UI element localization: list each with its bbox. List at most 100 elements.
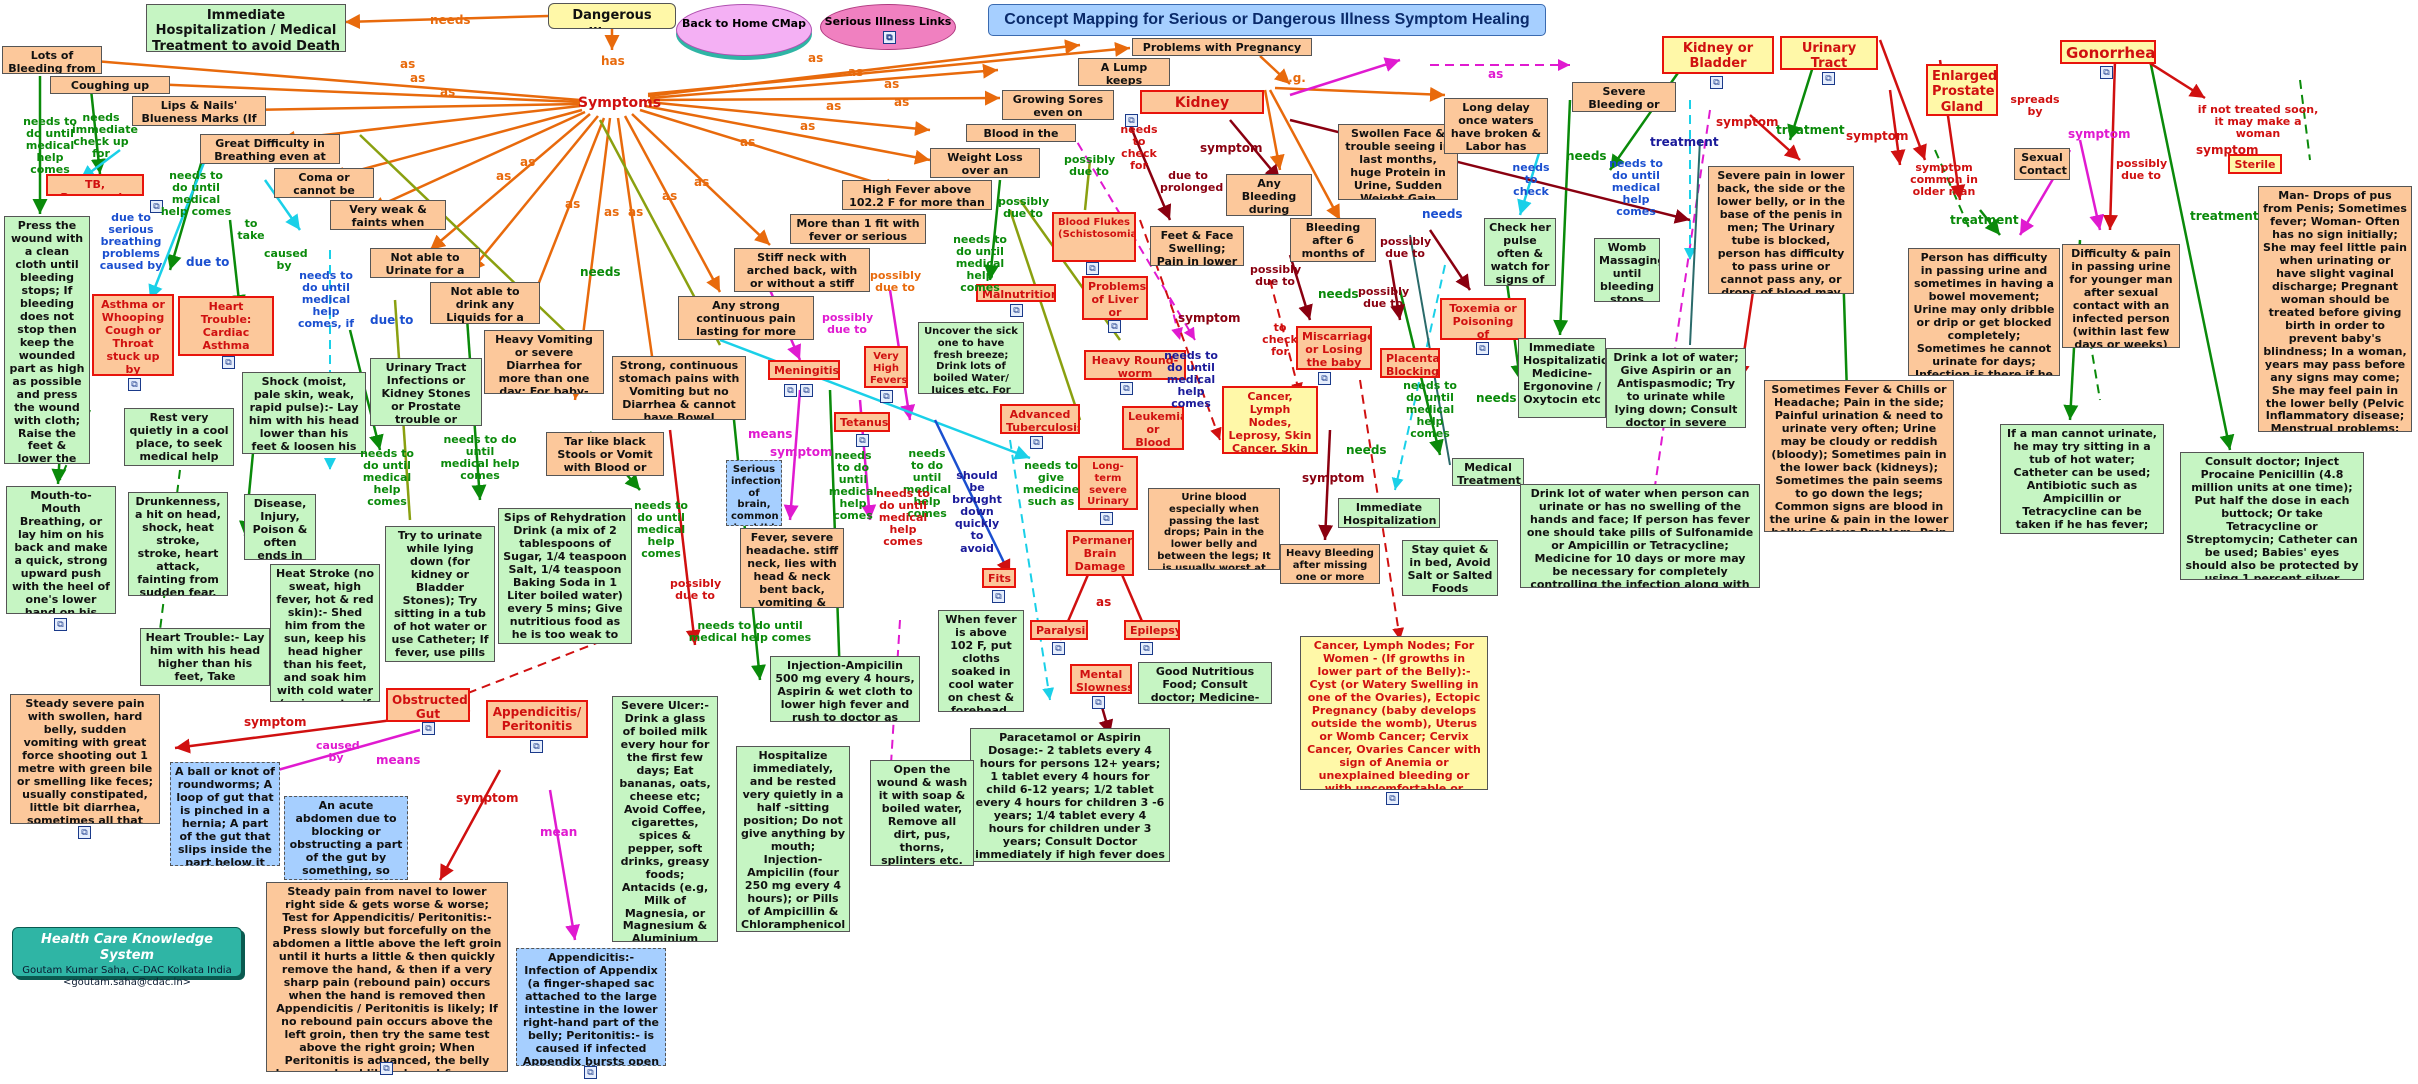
link-label-needs: needs to do until medical help comes [1609,157,1663,219]
link-label-as: as [826,99,842,113]
resource-icon[interactable]: ⧉ [1140,642,1153,655]
obstructed-gut-node: Obstructed Gut [386,688,470,722]
link-label-symptom: symptom [2068,127,2131,141]
tar-stools-node: Tar like black Stools or Vomit with Bloo… [546,432,664,476]
link-label-symptom: symptom [1200,141,1263,155]
link-label-needs: needs [1566,149,1607,163]
fits-node: Fits [982,568,1016,588]
kidney-bladder-node: Kidney or Bladder Stones [1662,36,1774,74]
resource-icon[interactable]: ⧉ [880,390,893,403]
enlarged-prostate-node: Enlarged Prostate Gland [1926,64,1998,116]
link-label-as: as [894,95,910,109]
link-label-as: as [1096,595,1112,609]
person-difficulty-node: Person has difficulty in passing urine a… [1908,248,2060,376]
link-label-needs: needs to do until medical help comes [902,447,952,521]
link-label-as: as [1488,67,1504,81]
resource-icon[interactable]: ⧉ [1386,792,1399,805]
resource-icon[interactable]: ⧉ [1086,262,1099,275]
shock-node: Shock (moist, pale skin, weak, rapid pul… [242,372,366,454]
uncover-sick-node: Uncover the sick one to have fresh breez… [918,322,1024,394]
resource-icon[interactable]: ⧉ [1822,72,1835,85]
appendicitis-node: Appendicitis/ Peritonitis [486,700,588,738]
heat-stroke-node: Heat Stroke (no sweat, high fever, hot &… [270,564,380,702]
resource-icon[interactable]: ⧉ [856,434,869,447]
link-label-treatment: treatment [1950,213,2019,227]
try-urinate-node: Try to urinate while lying down (for kid… [385,526,495,662]
mental-slowness-node: Mental Slowness [1070,664,1132,694]
malnutrition-node: Malnutrition [976,284,1056,302]
link-label-to-check-for: to check for [1262,321,1298,359]
link-label-needs-give: needs to do until medical help comes [440,433,520,483]
drunkenness-node: Drunkenness, a hit on head, shock, heat … [128,492,228,596]
link-label-needs: needs [1476,391,1517,405]
link-label-caused-by: caused by [316,739,360,765]
resource-icon[interactable]: ⧉ [1710,76,1723,89]
link-label-as: as [884,77,900,91]
resource-icon[interactable]: ⧉ [54,618,67,631]
link-label-possibly: possibly due to [822,311,874,337]
link-label-needs: needs to do until medical help comes [828,449,878,523]
resource-icon[interactable]: ⧉ [222,356,235,369]
resource-icon[interactable]: ⧉ [1120,382,1133,395]
immediate-hospitalization-node: Immediate Hospitalization / Medical Trea… [146,4,346,52]
resource-icon[interactable]: ⧉ [530,740,543,753]
severe-ulcer-node: Severe Ulcer:- Drink a glass of boiled m… [612,696,718,942]
resource-icon[interactable]: ⧉ [128,378,141,391]
rest-quietly-node: Rest very quietly in a cool place, to se… [124,408,234,466]
resource-icon[interactable]: ⧉ [992,590,1005,603]
resource-icon[interactable]: ⧉ [150,200,163,213]
sexual-contact-node: Sexual Contact [2014,148,2070,180]
womb-massaging-node: Womb Massaging until bleeding stops [1594,238,1660,302]
link-label-needs: needs [580,265,621,279]
serious-illness-links-button[interactable]: Serious Illness Links ⧉ [820,4,956,50]
open-wound-node: Open the wound & wash it with soap & boi… [870,760,974,866]
coughing-blood-node: Coughing up Blood [50,76,170,94]
link-label-possibly: possibly due to [1358,285,1410,311]
link-label-needs: needs to do until medical help comes [23,115,77,177]
resource-icon[interactable]: ⧉ [78,826,91,839]
heavy-roundworm-node: Heavy Round-worm Infection [1084,350,1186,380]
link-icon[interactable]: ⧉ [883,31,896,44]
gonorrhea-node: Gonorrhea [2060,40,2156,64]
asthma-node: Asthma or Whooping Cough or Throat stuck… [92,294,174,376]
credit-email: <goutam.saha@cdac.in> [62,977,192,988]
link-label-symptom: symptom [1302,471,1365,485]
resource-icon[interactable]: ⧉ [380,1062,393,1075]
link-label-needs: needs [1318,287,1359,301]
link-label-symptom: symptom [1178,311,1241,325]
back-to-home-button[interactable]: Back to Home CMap [676,4,812,56]
link-label-needs: needs to do until medical help comes [360,447,414,509]
resource-icon[interactable]: ⧉ [1108,320,1121,333]
press-wound-node: Press the wound with a clean cloth until… [4,216,90,464]
resource-icon[interactable]: ⧉ [1010,304,1023,317]
resource-icon[interactable]: ⧉ [1318,372,1331,385]
link-label-possibly: possibly due to [2116,157,2168,183]
resource-icon[interactable]: ⧉ [800,384,813,397]
any-strong-pain-node: Any strong continuous pain lasting for m… [678,296,814,340]
resource-icon[interactable]: ⧉ [422,722,435,735]
toxemia-node: Toxemia or Poisoning of Pregnancy [1440,298,1526,340]
link-label-due-to: due to [186,255,230,269]
not-drink-node: Not able to drink any Liquids for a day … [430,282,540,324]
link-label-as: as [440,85,456,99]
cancer-lymph-node: Cancer, Lymph Nodes, Leprosy, Skin Cance… [1222,386,1318,454]
resource-icon[interactable]: ⧉ [2100,66,2113,79]
urine-blood-node: Urine blood especially when passing the … [1148,488,1280,570]
resource-icon[interactable]: ⧉ [784,384,797,397]
link-label-means: means [376,753,421,767]
link-label-eg: e.g. [1280,71,1306,85]
link-label-as: as [808,51,824,65]
link-label-possibly: possibly due to [870,269,922,295]
resource-icon[interactable]: ⧉ [584,1066,597,1079]
resource-icon[interactable]: ⧉ [1125,114,1138,127]
resource-icon[interactable]: ⧉ [1030,436,1043,449]
epilepsy-node: Epilepsy [1124,620,1180,640]
resource-icon[interactable]: ⧉ [1052,642,1065,655]
link-label-needs-if: needs to do until medical help comes, if [297,269,355,331]
link-label-should-be: should be brought down quickly to avoid [952,469,1002,555]
strong-pains-node: Strong, continuous stomach pains with Vo… [612,356,746,420]
resource-icon[interactable]: ⧉ [1100,512,1113,525]
resource-icon[interactable]: ⧉ [1476,342,1489,355]
resource-icon[interactable]: ⧉ [1092,696,1105,709]
injection-ampicilin-node: Injection-Ampicilin 500 mg every 4 hours… [770,656,920,722]
